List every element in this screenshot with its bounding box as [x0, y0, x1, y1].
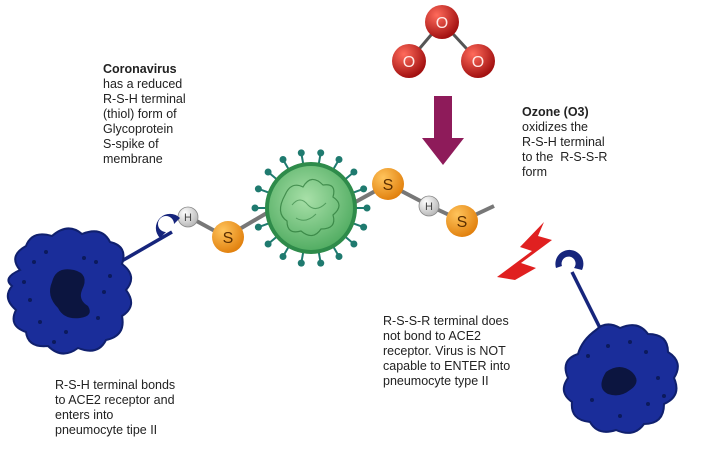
- left-sulfur-atom: [212, 221, 244, 253]
- left-cell-nucleus: [50, 269, 90, 319]
- virus-spike-head: [360, 185, 368, 193]
- ozone-line: form: [522, 165, 547, 179]
- virus-rna: [279, 178, 340, 237]
- right-sulfur-atom-1: [372, 168, 404, 200]
- rssr-annotation: R-S-S-R terminal does not bond to ACE2 r…: [383, 314, 543, 389]
- left-hydrogen-label: H: [184, 212, 192, 224]
- oxygen-atom-top: [425, 5, 459, 39]
- right-hydrogen-atom: [418, 195, 440, 217]
- virus-envelope: [265, 162, 357, 254]
- rssr-line: capable to ENTER into: [383, 359, 511, 373]
- coronavirus-particle: [251, 149, 371, 267]
- virus-spike-head: [264, 168, 272, 176]
- rssr-line: pneumocyte type II: [383, 374, 489, 388]
- right-pneumocyte-cell: [555, 249, 679, 434]
- rsh-line: to ACE2 receptor and: [55, 393, 175, 407]
- ozone-molecule: O O O: [392, 5, 495, 78]
- virus-spike-head: [297, 259, 305, 267]
- virus-spike-head: [251, 204, 259, 212]
- oxygen-label-left: O: [403, 54, 415, 71]
- ozone-annotation: Ozone (O3) oxidizes the R-S-H terminal t…: [522, 105, 662, 180]
- virus-spike-head: [317, 259, 325, 267]
- oxygen-label-right: O: [472, 54, 484, 71]
- right-oxidized-chain: S H S: [349, 168, 495, 237]
- virus-spike-head: [363, 204, 371, 212]
- coronavirus-line: (thiol) form of: [103, 107, 177, 121]
- coronavirus-line: S-spike of: [103, 137, 159, 151]
- coronavirus-annotation: Coronavirus has a reduced R-S-H terminal…: [103, 62, 233, 167]
- oxidation-arrow: [422, 96, 464, 165]
- virus-spike-head: [317, 149, 325, 157]
- right-sulfur-label-1: S: [383, 177, 394, 194]
- ozone-line: R-S-H terminal: [522, 135, 605, 149]
- ozone-heading: Ozone (O3): [522, 105, 589, 119]
- rssr-line: receptor. Virus is NOT: [383, 344, 506, 358]
- coronavirus-line: R-S-H terminal: [103, 92, 186, 106]
- virus-spike-head: [350, 168, 358, 176]
- right-cell-nucleus: [601, 367, 637, 396]
- virus-spike-head: [297, 149, 305, 157]
- ozone-line: to the R-S-S-R: [522, 150, 608, 164]
- left-sulfur-label: S: [223, 230, 234, 247]
- oxygen-atom-left: [392, 44, 426, 78]
- right-sulfur-label-2: S: [457, 214, 468, 231]
- left-thiol-chain: H S: [177, 206, 274, 253]
- virus-spike-head: [264, 240, 272, 248]
- rssr-line: R-S-S-R terminal does: [383, 314, 509, 328]
- right-hydrogen-label: H: [425, 201, 433, 213]
- right-sulfur-atom-2: [446, 205, 478, 237]
- coronavirus-line: Glycoprotein: [103, 122, 174, 136]
- rsh-line: pneumocyte tipe II: [55, 423, 158, 437]
- virus-spike-head: [335, 156, 343, 164]
- virus-spike-head: [279, 156, 287, 164]
- oxygen-atom-right: [461, 44, 495, 78]
- coronavirus-heading: Coronavirus: [103, 62, 177, 76]
- coronavirus-line: membrane: [103, 152, 163, 166]
- right-ace2-receptor: [555, 249, 584, 270]
- ozone-line: oxidizes the: [522, 120, 589, 134]
- virus-spike-head: [279, 252, 287, 260]
- virus-spike-head: [335, 252, 343, 260]
- coronavirus-line: has a reduced: [103, 77, 183, 91]
- virus-spike-head: [254, 223, 262, 231]
- rsh-annotation: R-S-H terminal bonds to ACE2 receptor an…: [55, 378, 215, 438]
- virus-spike-head: [350, 240, 358, 248]
- left-pneumocyte-cell: [6, 213, 180, 355]
- oxygen-label-top: O: [436, 15, 448, 32]
- rsh-line: enters into: [55, 408, 114, 422]
- lightning-bolt: [480, 222, 552, 300]
- rsh-line: R-S-H terminal bonds: [55, 378, 176, 392]
- virus-spike-head: [360, 223, 368, 231]
- rssr-line: not bond to ACE2: [383, 329, 481, 343]
- virus-spike-head: [254, 185, 262, 193]
- left-ace2-receptor: [155, 213, 180, 238]
